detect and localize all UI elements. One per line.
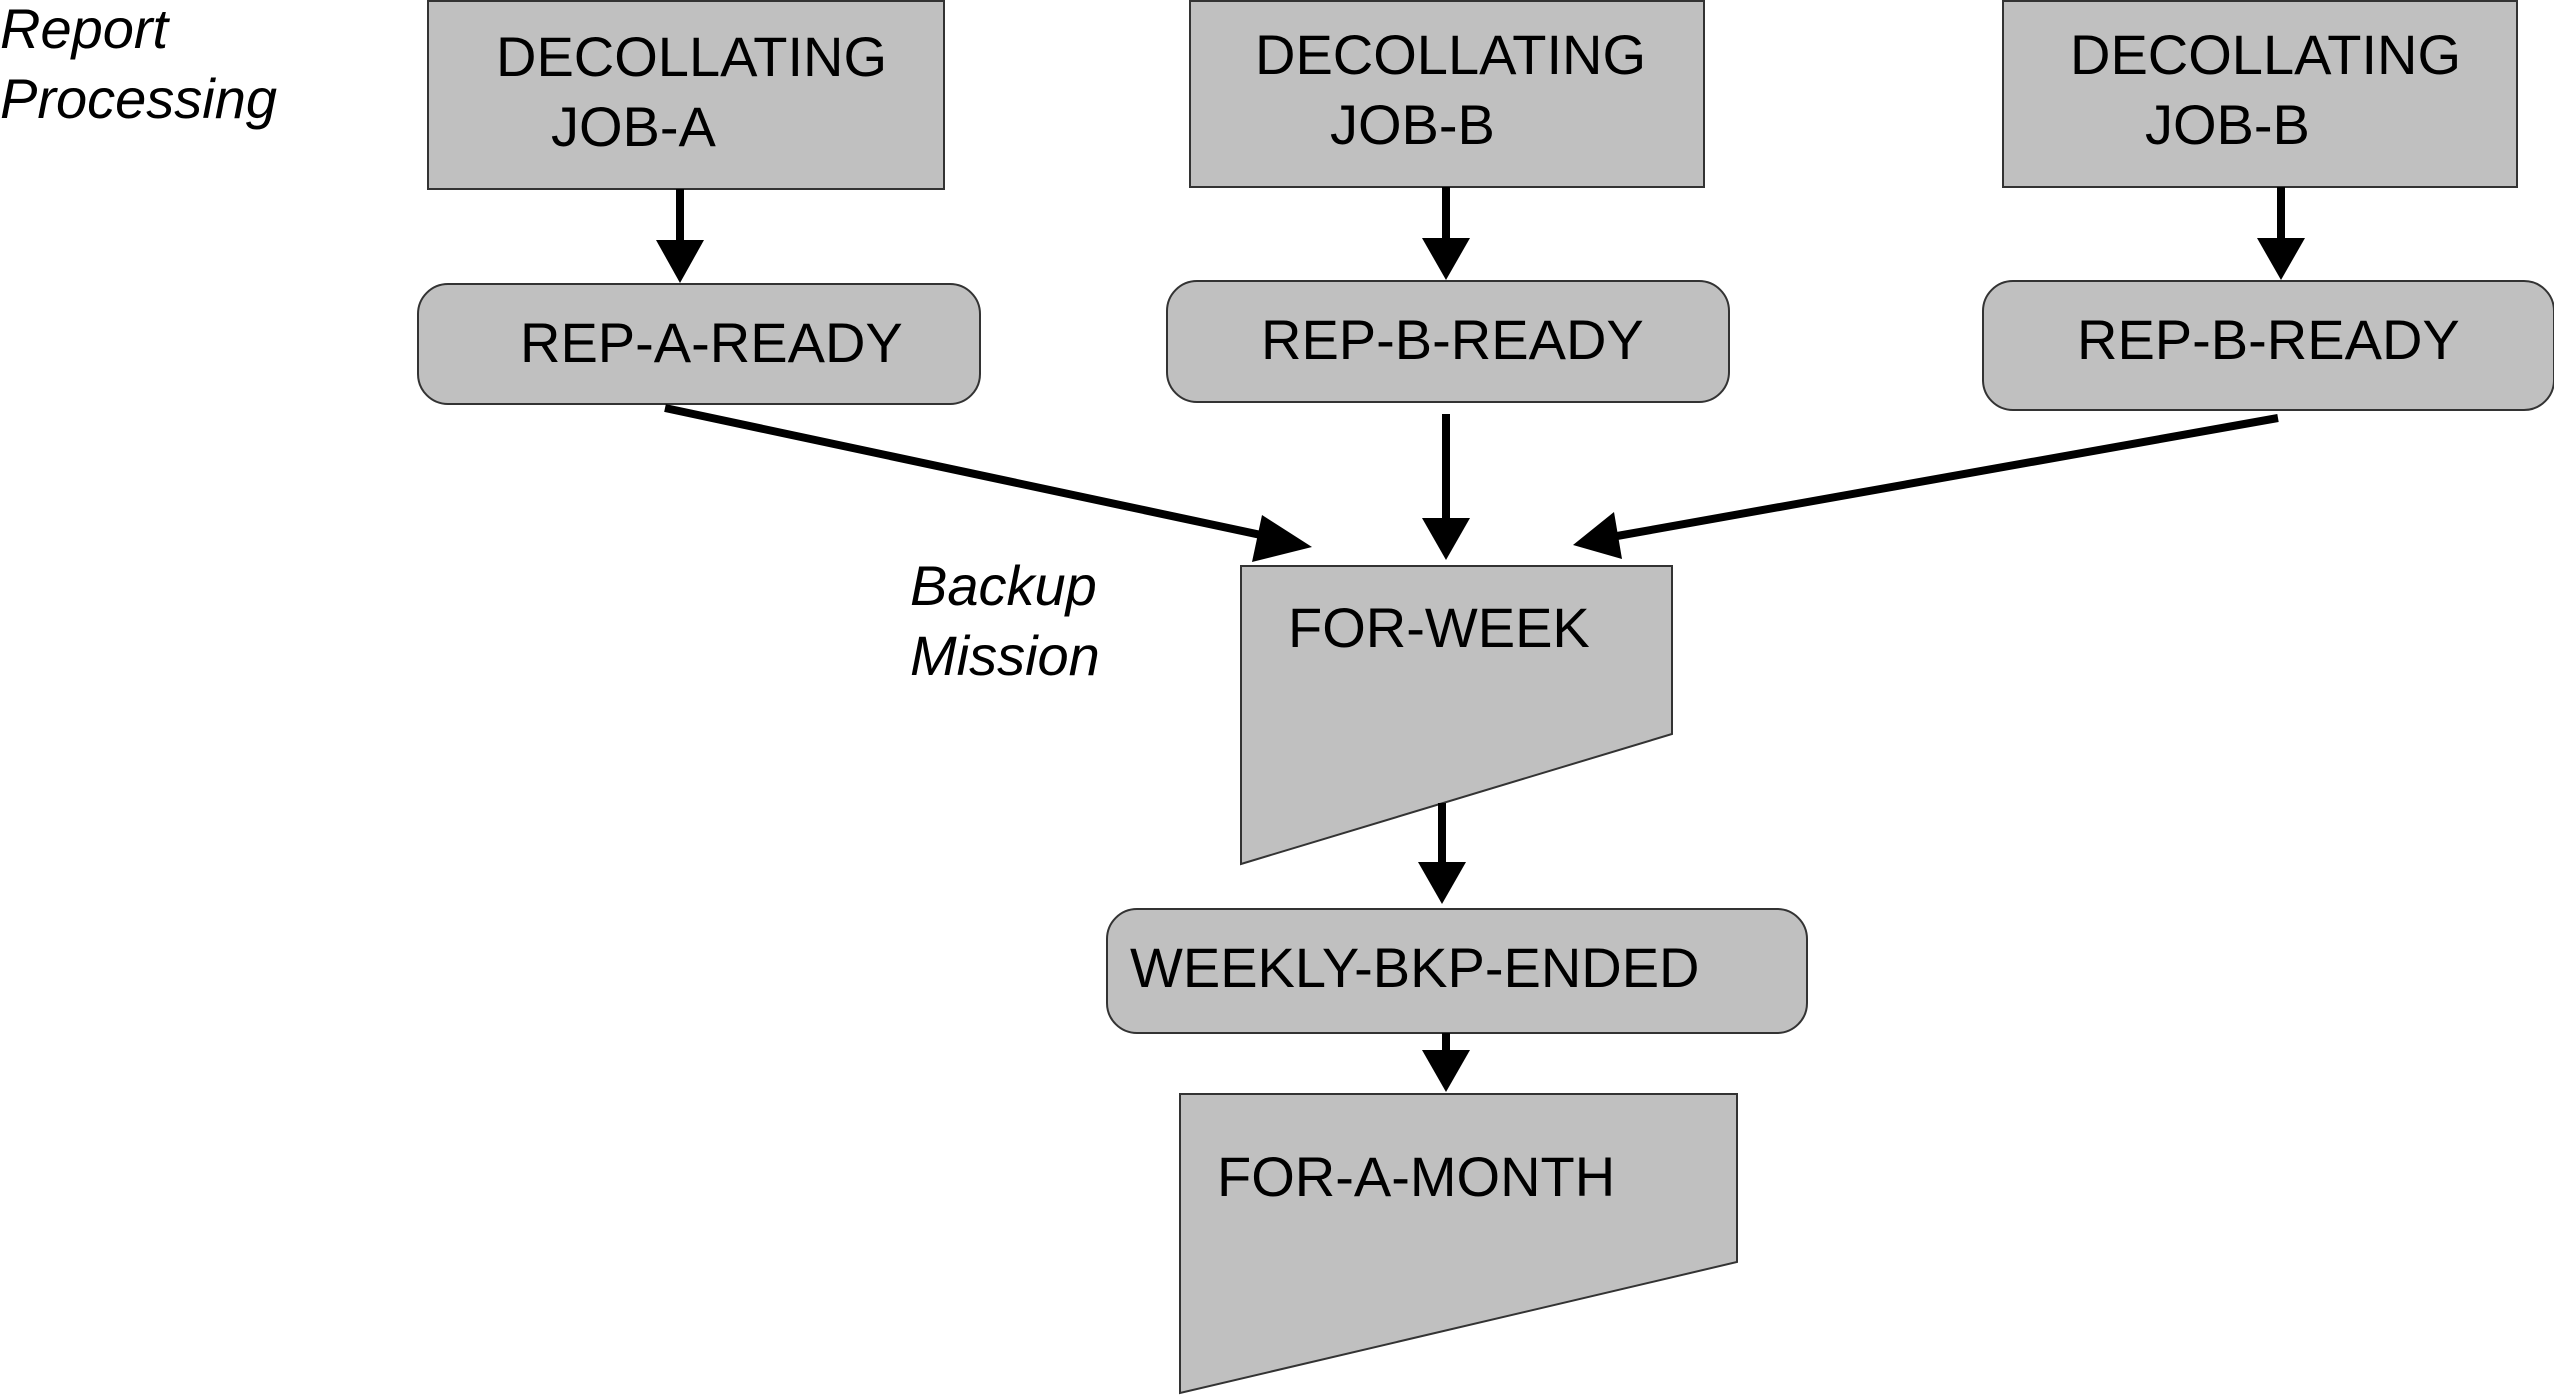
arrow-job-a-to-rep-a — [656, 189, 704, 283]
schedule-for-week-shape — [1240, 565, 1673, 866]
backup-mission-caption-line2: Mission — [910, 624, 1100, 687]
condition-rep-b-ready-2-shape — [1982, 280, 2554, 411]
condition-rep-a-ready[interactable]: REP-A-READY — [417, 283, 981, 405]
report-processing-caption-line1: Report — [0, 0, 171, 60]
schedule-for-week[interactable]: FOR-WEEK — [1240, 565, 1673, 866]
schedule-for-week-label: FOR-WEEK — [1288, 596, 1590, 659]
job-node-b1-line2: JOB-B — [1330, 93, 1495, 156]
backup-mission-caption-line1: Backup — [910, 554, 1097, 617]
job-node-a-line2: JOB-A — [551, 95, 717, 158]
condition-rep-b-ready-2-label: REP-B-READY — [2077, 308, 2460, 371]
arrow-weekly-bkp-to-for-a-month — [1422, 1033, 1470, 1092]
job-node-b2-line1: DECOLLATING — [2070, 23, 2461, 86]
backup-mission-caption: Backup Mission — [910, 554, 1112, 687]
job-node-b1[interactable]: DECOLLATING JOB-B — [1189, 0, 1705, 188]
condition-rep-b-ready-1[interactable]: REP-B-READY — [1166, 280, 1730, 403]
condition-weekly-bkp-ended[interactable]: WEEKLY-BKP-ENDED — [1106, 908, 1808, 1034]
report-processing-caption: Report Processing — [0, 0, 277, 130]
condition-weekly-bkp-ended-label: WEEKLY-BKP-ENDED — [1130, 936, 1700, 999]
condition-rep-a-ready-shape — [417, 283, 981, 405]
arrow-rep-b2-to-for-week — [1573, 414, 2279, 559]
job-node-b2-line2: JOB-B — [2145, 93, 2310, 156]
arrow-job-b1-to-rep-b1 — [1422, 187, 1470, 280]
job-node-a[interactable]: DECOLLATING JOB-A — [427, 0, 945, 190]
condition-rep-b-ready-2[interactable]: REP-B-READY — [1982, 280, 2554, 411]
arrow-for-week-to-weekly-bkp — [1418, 803, 1466, 904]
condition-rep-b-ready-1-shape — [1166, 280, 1730, 403]
job-node-a-shape — [427, 0, 945, 190]
job-node-b1-line1: DECOLLATING — [1255, 23, 1646, 86]
condition-weekly-bkp-ended-shape — [1106, 908, 1808, 1034]
condition-rep-a-ready-label: REP-A-READY — [520, 311, 903, 374]
arrow-job-b2-to-rep-b2 — [2257, 187, 2305, 280]
schedule-for-a-month-label: FOR-A-MONTH — [1217, 1145, 1615, 1208]
job-node-b1-shape — [1189, 0, 1705, 188]
arrow-rep-a-to-for-week — [664, 404, 1312, 562]
arrow-rep-b1-to-for-week — [1422, 414, 1470, 560]
condition-rep-b-ready-1-label: REP-B-READY — [1261, 308, 1644, 371]
report-processing-caption-line2: Processing — [0, 67, 277, 130]
schedule-for-a-month-shape — [1179, 1093, 1738, 1395]
job-node-a-line1: DECOLLATING — [496, 25, 887, 88]
schedule-for-a-month[interactable]: FOR-A-MONTH — [1179, 1093, 1738, 1395]
job-node-b2-shape — [2002, 0, 2518, 188]
job-node-b2[interactable]: DECOLLATING JOB-B — [2002, 0, 2518, 188]
